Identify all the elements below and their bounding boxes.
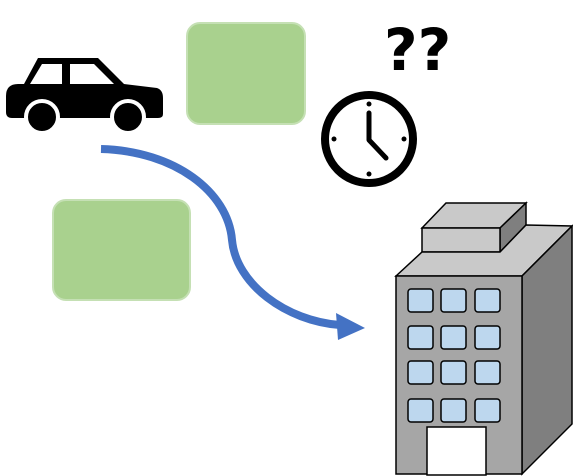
roof-box-front: [421, 227, 501, 253]
clock-icon: [321, 91, 417, 187]
building-window: [440, 288, 467, 313]
building-window: [474, 325, 501, 350]
arrow-head: [336, 313, 365, 340]
office-building-icon: [394, 201, 573, 476]
building-window: [474, 360, 501, 385]
car-window-right: [70, 64, 114, 84]
green-box-top: [186, 22, 306, 125]
car-icon: [6, 58, 163, 135]
building-window: [407, 288, 434, 313]
question-marks: ??: [384, 16, 451, 84]
car-wheel-right: [110, 99, 146, 135]
building-window: [440, 398, 467, 423]
clock-tick-6: [366, 171, 372, 177]
clock-tick-3: [401, 136, 407, 142]
building-window: [407, 360, 434, 385]
arrow-shaft: [100, 145, 341, 329]
building-window: [407, 325, 434, 350]
building-window: [474, 288, 501, 313]
building-window: [407, 398, 434, 423]
curved-arrow-icon: [100, 145, 365, 340]
clock-hands: [366, 110, 389, 161]
building-windows: [407, 288, 501, 423]
car-window-left: [30, 64, 62, 84]
building-window: [440, 360, 467, 385]
clock-tick-9: [331, 136, 337, 142]
building-window: [474, 398, 501, 423]
building-window: [440, 325, 467, 350]
clock-tick-12: [366, 101, 372, 107]
car-wheel-left: [24, 99, 60, 135]
building-door: [426, 426, 487, 476]
green-box-left: [52, 199, 191, 301]
